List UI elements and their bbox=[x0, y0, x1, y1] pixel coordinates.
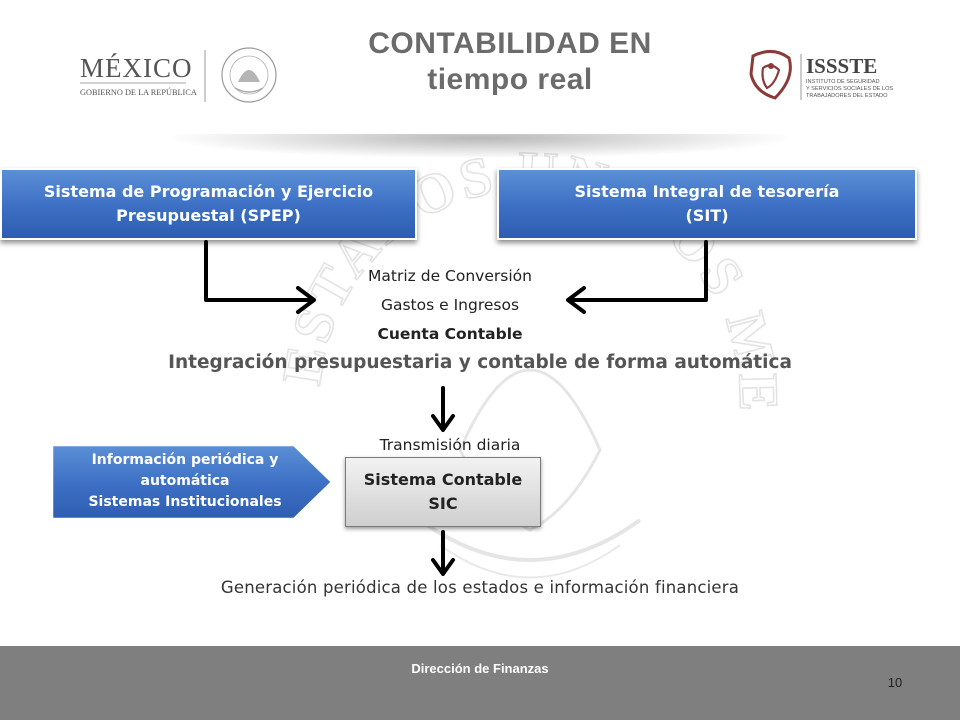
issste-logo: ISSSTE INSTITUTO DE SEGURIDAD Y SERVICIO… bbox=[749, 50, 893, 100]
conversion-matrix-text: Matriz de Conversión Gastos e Ingresos C… bbox=[300, 262, 600, 349]
info-arrow-shape bbox=[50, 443, 334, 521]
watermark-wreath bbox=[418, 518, 642, 562]
seal-eagle-icon bbox=[238, 70, 260, 82]
sic-system-box: Sistema Contable SIC bbox=[345, 457, 541, 527]
matriz-line-3: Cuenta Contable bbox=[377, 325, 523, 343]
slide-title: CONTABILIDAD EN tiempo real bbox=[300, 26, 720, 98]
mexico-logo-subtitle: GOBIERNO DE LA REPÚBLICA bbox=[80, 87, 197, 97]
institutional-info-arrow bbox=[50, 443, 334, 521]
matriz-line-1: Matriz de Conversión bbox=[368, 267, 532, 285]
matriz-line-2: Gastos e Ingresos bbox=[380, 296, 520, 314]
svg-text:INSTITUTO DE SEGURIDAD: INSTITUTO DE SEGURIDAD bbox=[806, 79, 880, 85]
sic-line-1: Sistema Contable bbox=[363, 470, 523, 489]
financial-statements-text: Generación periódica de los estados e in… bbox=[220, 578, 740, 597]
info-line-2: automática bbox=[140, 473, 230, 489]
seal-outer-ring bbox=[221, 47, 277, 103]
mexico-government-logo: MÉXICO GOBIERNO DE LA REPÚBLICA bbox=[80, 47, 277, 103]
title-line-1: CONTABILIDAD EN bbox=[368, 27, 652, 60]
sic-line-2: SIC bbox=[428, 494, 458, 513]
daily-transmission-label: Transmisión diaria bbox=[379, 436, 521, 454]
sit-line-2: (SIT) bbox=[685, 206, 729, 225]
seal-wreath bbox=[234, 87, 264, 93]
spep-line-2: Presupuestal (SPEP) bbox=[116, 206, 301, 225]
integration-heading: Integración presupuestaria y contable de… bbox=[168, 352, 792, 373]
sit-system-box: Sistema Integral de tesorería (SIT) bbox=[497, 168, 917, 240]
footer-label: Dirección de Finanzas bbox=[411, 661, 549, 676]
seal-inner-ring bbox=[229, 55, 269, 95]
issste-logo-name: ISSSTE bbox=[806, 54, 877, 78]
title-line-2: tiempo real bbox=[427, 63, 593, 96]
institutional-info-text: Información periódica y automática Siste… bbox=[60, 450, 310, 514]
sit-line-1: Sistema Integral de tesorería bbox=[574, 182, 840, 201]
spep-system-box: Sistema de Programación y Ejercicio Pres… bbox=[0, 168, 417, 240]
info-line-3: Sistemas Institucionales bbox=[88, 494, 282, 510]
info-line-1: Información periódica y bbox=[91, 452, 279, 468]
svg-text:TRABAJADORES DEL ESTADO: TRABAJADORES DEL ESTADO bbox=[806, 93, 888, 99]
header-area bbox=[0, 0, 960, 134]
footer-bar bbox=[0, 646, 960, 720]
page-number: 10 bbox=[887, 675, 903, 690]
spep-line-1: Sistema de Programación y Ejercicio bbox=[43, 182, 374, 201]
svg-text:Y SERVICIOS SOCIALES DE LOS: Y SERVICIOS SOCIALES DE LOS bbox=[806, 86, 893, 92]
mexico-logo-name: MÉXICO bbox=[80, 53, 193, 83]
issste-emblem-icon bbox=[749, 50, 792, 100]
